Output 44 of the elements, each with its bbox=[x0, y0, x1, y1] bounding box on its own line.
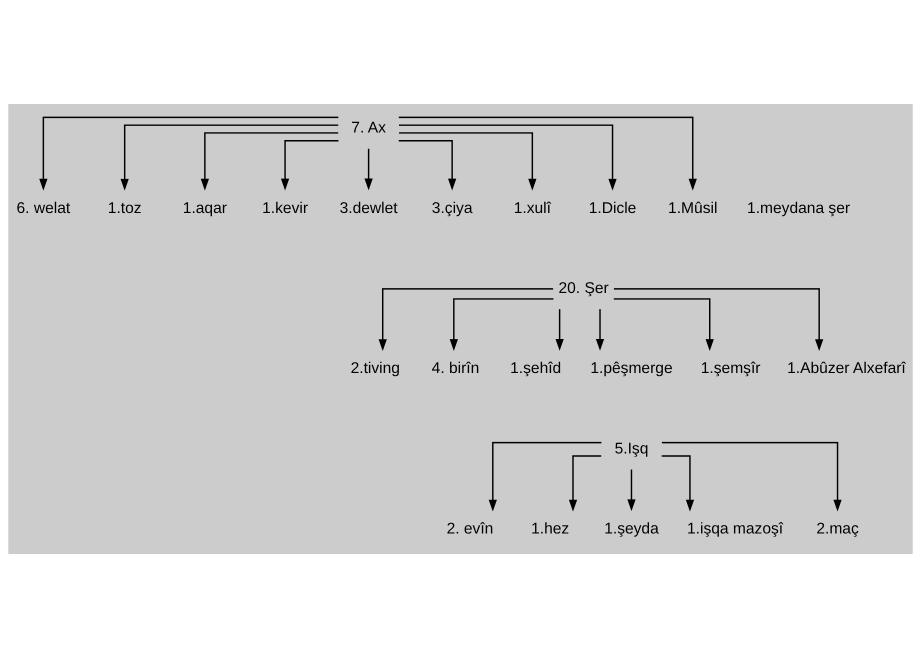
arrow bbox=[614, 298, 714, 350]
node-text: 2.tiving bbox=[350, 360, 400, 377]
arrow bbox=[662, 441, 842, 512]
arrow bbox=[556, 308, 564, 350]
node-text: 3.dewlet bbox=[340, 199, 398, 216]
arrow bbox=[568, 454, 602, 512]
node-text: 1.şemşîr bbox=[700, 360, 760, 377]
node-text: 1.pêşmerge bbox=[590, 360, 673, 377]
node-text: 2.maç bbox=[816, 520, 859, 538]
node-text: 1.işqa mazoşî bbox=[687, 520, 784, 538]
node-text: 1.kevir bbox=[262, 199, 308, 216]
node-text: 1.Dicle bbox=[588, 199, 636, 216]
node-text: 1.xulî bbox=[514, 199, 551, 216]
node-text: 1.şehîd bbox=[510, 360, 562, 377]
node-text: 7. Ax bbox=[351, 119, 386, 136]
node-text: 2. evîn bbox=[446, 520, 494, 538]
arrow bbox=[488, 441, 602, 512]
node-text: 20. Şer bbox=[558, 280, 609, 297]
arrow bbox=[399, 132, 536, 190]
arrow bbox=[662, 454, 694, 512]
node-text: 3.çiya bbox=[432, 199, 472, 216]
node-text: 5.Işq bbox=[614, 440, 648, 457]
arrow bbox=[627, 469, 636, 511]
arrow bbox=[120, 124, 338, 190]
label: 1.meydana şer bbox=[747, 199, 850, 216]
arrow bbox=[614, 288, 824, 351]
node-text: 1.Abûzer Alxefarî bbox=[787, 360, 906, 377]
node-text: 1.toz bbox=[108, 199, 142, 216]
node-text: 1.Mûsil bbox=[668, 199, 718, 216]
arrow bbox=[280, 140, 338, 190]
arrow bbox=[364, 148, 373, 190]
arrow bbox=[596, 308, 604, 350]
node-text: 1.aqar bbox=[182, 199, 227, 216]
arrow bbox=[200, 132, 338, 190]
node-text: 1.hez bbox=[531, 520, 570, 538]
arrow bbox=[398, 140, 456, 190]
arrow bbox=[378, 288, 554, 351]
arrow bbox=[39, 116, 338, 190]
node-text: 6. welat bbox=[16, 199, 70, 216]
arrow bbox=[398, 116, 697, 190]
node-text: 1.şeyda bbox=[604, 520, 659, 538]
node-text: 4. birîn bbox=[432, 360, 480, 377]
arrow bbox=[399, 124, 617, 190]
arrow bbox=[450, 298, 554, 350]
